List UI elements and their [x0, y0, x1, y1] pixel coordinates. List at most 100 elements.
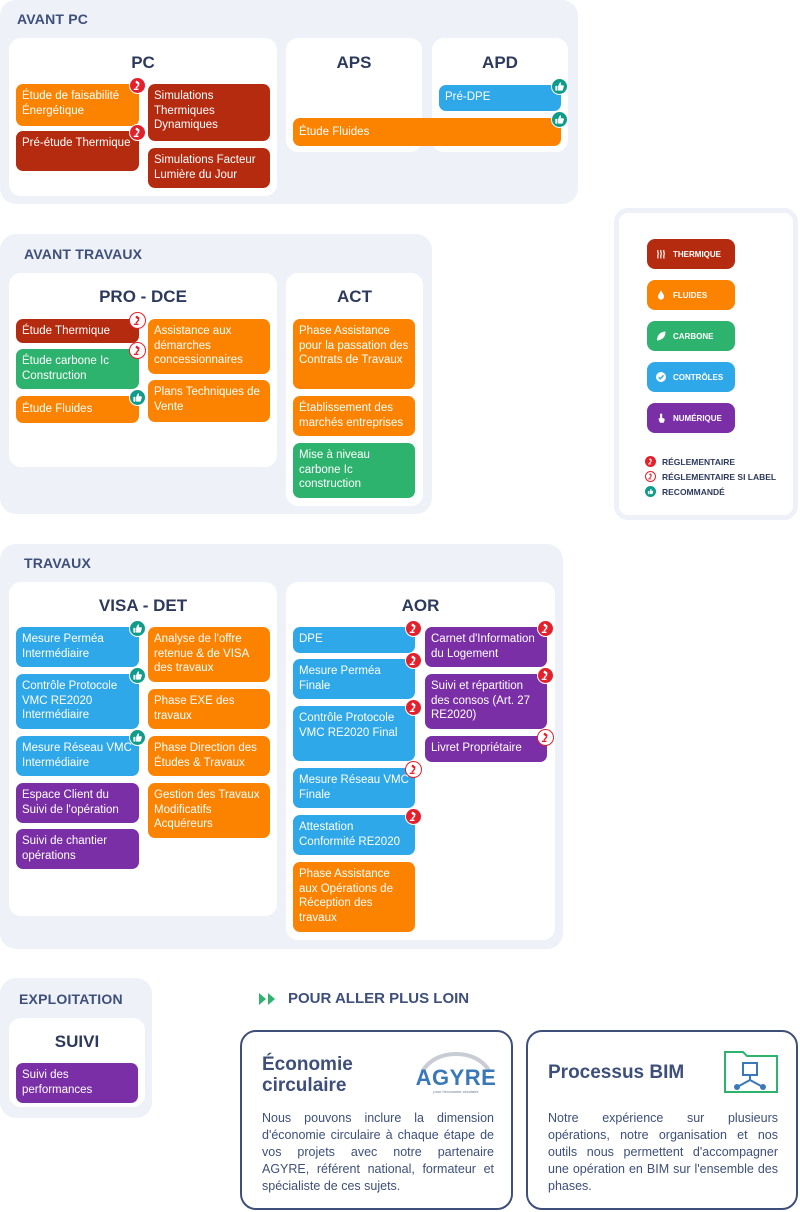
card-attestation-re2020[interactable]: Attestation Conformité RE2020: [293, 808, 422, 855]
card-label: Assistance aux démarches concessionnaire…: [154, 325, 243, 366]
recommande-icon: [129, 389, 146, 406]
card-mesure-reseau-intermediaire[interactable]: Mesure Réseau VMC Intermédiaire: [16, 729, 146, 776]
legend-carbone-label: CARBONE: [673, 331, 714, 341]
legend: THERMIQUE FLUIDES CARBONE CONTRÔLES NUMÉ…: [614, 208, 798, 520]
section-title-avant-pc: AVANT PC: [17, 11, 89, 27]
card-assistance-concessionnaires[interactable]: Assistance aux démarches concessionnaire…: [148, 319, 270, 374]
recommande-icon: [129, 667, 146, 684]
card-etude-carbone[interactable]: Étude carbone Ic Construction: [16, 342, 146, 389]
card-label: Suivi de chantier opérations: [22, 835, 108, 862]
card-carnet-information[interactable]: Carnet d'Information du Logement: [425, 620, 554, 667]
reglementaire-icon: [645, 456, 656, 467]
reglementaire-icon: [405, 808, 422, 825]
card-suivi-repartition[interactable]: Suivi et répartition des consos (Art. 27…: [425, 667, 554, 729]
legend-thermique-label: THERMIQUE: [673, 249, 721, 259]
card-simulations-thermiques[interactable]: Simulations Thermiques Dynamiques: [148, 84, 270, 141]
card-label: Mise à niveau carbone Ic construction: [299, 449, 370, 490]
card-dpe[interactable]: DPE: [293, 620, 422, 653]
card-mesure-permea-finale[interactable]: Mesure Perméa Finale: [293, 652, 422, 699]
card-mesure-permea-intermediaire[interactable]: Mesure Perméa Intermédiaire: [16, 620, 146, 667]
card-label: Simulations Thermiques Dynamiques: [154, 90, 218, 131]
recommande-icon: [551, 78, 568, 95]
card-phase-assistance-act[interactable]: Phase Assistance pour la passation des C…: [293, 319, 415, 389]
reglementaire-icon: [129, 124, 146, 141]
card-gestion-travaux[interactable]: Gestion des Travaux Modificatifs Acquére…: [148, 783, 270, 838]
section-title-exploitation: EXPLOITATION: [19, 991, 123, 1007]
card-label: Mesure Perméa Finale: [299, 665, 381, 692]
box-text-bim: Notre expérience sur plusieurs opération…: [548, 1111, 778, 1193]
bim-icon: [724, 1051, 778, 1093]
card-phase-exe[interactable]: Phase EXE des travaux: [148, 689, 270, 729]
agyre-logo-subtext: pour l'économie circulaire: [433, 1089, 479, 1094]
agyre-logo-text: AGYRE: [415, 1065, 497, 1090]
card-label: Analyse de l'offre retenue & de VISA des…: [154, 633, 249, 674]
box-text-economie: Nous pouvons inclure la dimension d'écon…: [262, 1111, 494, 1193]
card-label: Suivi des performances: [22, 1069, 93, 1096]
card-label: Carnet d'Information du Logement: [431, 633, 535, 660]
card-label: Étude Fluides: [22, 403, 93, 415]
card-etude-thermique[interactable]: Étude Thermique: [16, 312, 146, 343]
card-label: Livret Propriétaire: [431, 742, 522, 754]
recommande-icon: [645, 486, 656, 497]
card-label: Phase EXE des travaux: [154, 695, 235, 722]
recommande-icon: [129, 620, 146, 637]
card-mesure-reseau-finale[interactable]: Mesure Réseau VMC Finale: [293, 761, 422, 808]
legend-reglementaire-si-label-text: RÉGLEMENTAIRE SI LABEL: [662, 471, 777, 482]
section-title-avant-travaux: AVANT TRAVAUX: [24, 246, 143, 262]
reglementaire-si-label-icon: [405, 761, 422, 778]
card-simulations-flj[interactable]: Simulations Facteur Lumière du Jour: [148, 148, 270, 188]
card-etude-faisabilite[interactable]: Étude de faisabilité Énergétique: [16, 77, 146, 126]
card-phase-assistance-reception[interactable]: Phase Assistance aux Opérations de Récep…: [293, 862, 415, 932]
legend-reglementaire: RÉGLEMENTAIRE: [645, 456, 735, 467]
card-pre-etude-thermique[interactable]: Pré-étude Thermique: [16, 124, 146, 171]
touch-icon: [658, 413, 665, 423]
phase-title-apd: APD: [482, 53, 518, 72]
legend-recommande: RECOMMANDÉ: [645, 486, 725, 497]
card-pre-dpe[interactable]: Pré-DPE: [439, 78, 568, 111]
legend-controles: CONTRÔLES: [647, 362, 735, 392]
card-phase-direction[interactable]: Phase Direction des Études & Travaux: [148, 736, 270, 776]
card-suivi-performances[interactable]: Suivi des performances: [16, 1063, 138, 1103]
card-controle-vmc-intermediaire[interactable]: Contrôle Protocole VMC RE2020 Intermédia…: [16, 667, 146, 729]
leaf-icon: [657, 331, 666, 341]
legend-reglementaire-label: RÉGLEMENTAIRE: [662, 456, 736, 467]
legend-reglementaire-label: RÉGLEMENTAIRE SI LABEL: [645, 471, 776, 482]
card-label: Phase Assistance aux Opérations de Récep…: [299, 868, 393, 924]
card-controle-vmc-final[interactable]: Contrôle Protocole VMC RE2020 Final: [293, 699, 422, 761]
reglementaire-icon: [537, 667, 554, 684]
phase-title-act: ACT: [337, 287, 372, 306]
card-label: Suivi et répartition des consos (Art. 27…: [431, 680, 531, 721]
card-etude-fluides-aps[interactable]: Étude Fluides: [293, 111, 568, 146]
section-title-travaux: TRAVAUX: [24, 555, 91, 571]
card-label: DPE: [299, 633, 323, 645]
card-label: Étude Thermique: [22, 325, 111, 337]
double-chevron-icon: [259, 992, 275, 1005]
agyre-arc-icon: [420, 1052, 492, 1074]
card-plans-techniques[interactable]: Plans Techniques de Vente: [148, 380, 270, 422]
card-etablissement-marches[interactable]: Établissement des marchés entreprises: [293, 396, 415, 436]
check-circle-icon: [656, 372, 666, 382]
more-title: POUR ALLER PLUS LOIN: [258, 990, 469, 1007]
card-label: Espace Client du Suivi de l'opération: [22, 789, 119, 816]
card-analyse-offre[interactable]: Analyse de l'offre retenue & de VISA des…: [148, 627, 270, 682]
drop-icon: [658, 290, 664, 300]
phase-title-aps: APS: [336, 53, 372, 72]
phase-title-pc: PC: [131, 53, 155, 72]
card-etude-fluides-pro[interactable]: Étude Fluides: [16, 389, 146, 423]
card-suivi-chantier[interactable]: Suivi de chantier opérations: [16, 829, 139, 869]
card-livret-proprietaire[interactable]: Livret Propriétaire: [425, 729, 554, 762]
card-label: Gestion des Travaux Modificatifs Acquére…: [154, 789, 260, 830]
legend-fluides-label: FLUIDES: [673, 290, 708, 300]
box-title-line-1: Économie: [262, 1054, 353, 1075]
card-mise-a-niveau-carbone[interactable]: Mise à niveau carbone Ic construction: [293, 443, 415, 498]
card-label: Plans Techniques de Vente: [154, 386, 260, 413]
card-label: Pré-étude Thermique: [22, 137, 131, 149]
card-label: Contrôle Protocole VMC RE2020 Final: [299, 712, 398, 739]
box-title-economie: Économie circulaire: [262, 1054, 353, 1096]
thermique-icon: [657, 249, 665, 259]
recommande-icon: [551, 111, 568, 128]
more-title-label: POUR ALLER PLUS LOIN: [288, 990, 470, 1007]
box-processus-bim: Processus BIM Notre expérience sur plusi…: [526, 1030, 798, 1210]
card-espace-client[interactable]: Espace Client du Suivi de l'opération: [16, 783, 139, 823]
legend-numerique: NUMÉRIQUE: [647, 403, 735, 433]
